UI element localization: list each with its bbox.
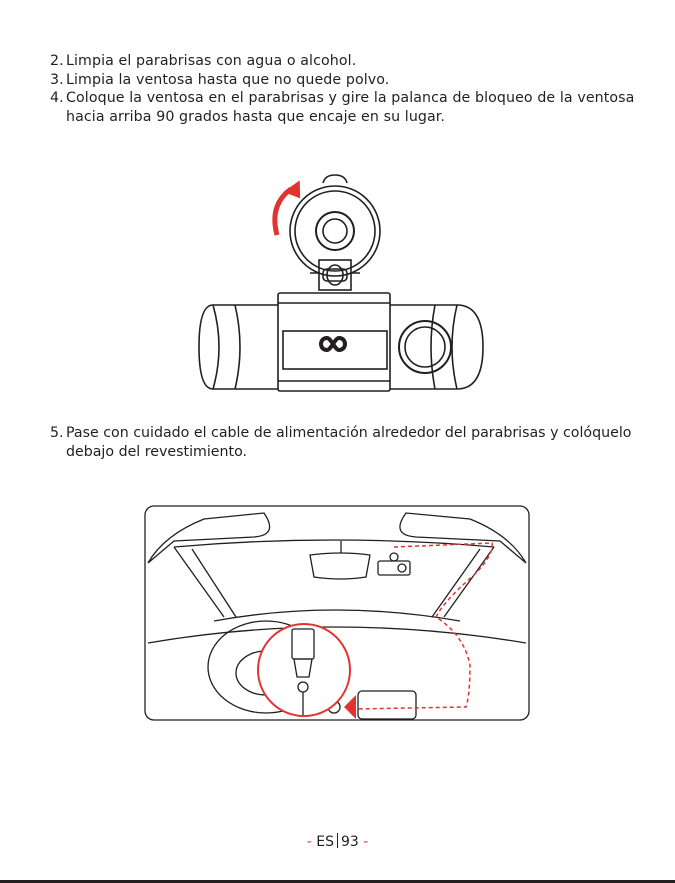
step-text: Pase con cuidado el cable de alimentació… xyxy=(66,425,632,460)
brand-logo-icon xyxy=(319,335,347,353)
step-5: 5. Pase con cuidado el cable de alimenta… xyxy=(50,424,650,461)
step-number: 2. xyxy=(50,53,64,69)
step-text: Coloque la ventosa en el parabrisas y gi… xyxy=(66,90,635,125)
cable-routing-illustration xyxy=(144,505,530,721)
step-number: 3. xyxy=(50,71,64,88)
step-number: 5. xyxy=(50,425,64,441)
step-3: 3. Limpia la ventosa hasta que no quede … xyxy=(50,71,650,90)
dashcam-mount-illustration xyxy=(198,174,484,392)
step-2: 2. Limpia el parabrisas con agua o alcoh… xyxy=(50,52,650,71)
step-text: Limpia el parabrisas con agua o alcohol. xyxy=(66,53,357,69)
step-4: 4. Coloque la ventosa en el parabrisas y… xyxy=(50,89,650,126)
instruction-list: 2. Limpia el parabrisas con agua o alcoh… xyxy=(50,52,650,126)
step-text: Limpia la ventosa hasta que no quede pol… xyxy=(66,71,390,88)
page-number: 93 xyxy=(340,834,359,850)
footer-language: ES xyxy=(316,834,334,850)
bottom-rule xyxy=(0,880,675,883)
footer-divider xyxy=(336,833,338,848)
step-number: 4. xyxy=(50,90,64,106)
rotate-arrow-icon xyxy=(272,180,301,236)
